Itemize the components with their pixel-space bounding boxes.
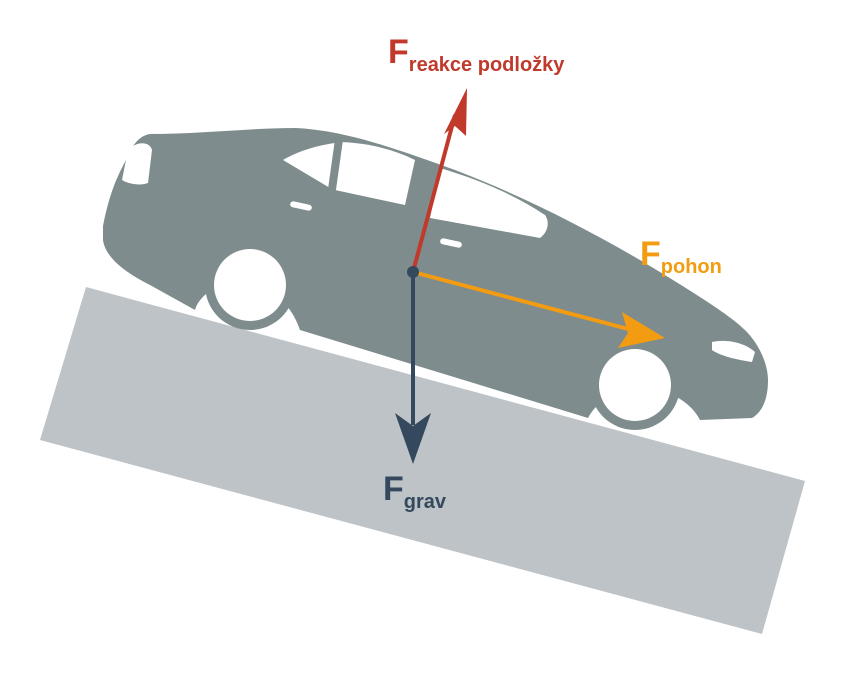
reaction-force-label: Freakce podložky — [388, 33, 565, 76]
car-body — [103, 128, 768, 420]
car-window-front — [430, 168, 548, 238]
car-door-handle-rear — [290, 201, 312, 211]
car — [103, 128, 768, 430]
gravity-force-arrowhead — [395, 413, 431, 464]
drive-force-arrow-shaft — [412, 270, 633, 332]
car-wheel-rear-hub — [214, 249, 286, 321]
reaction-force-arrow-shaft — [411, 114, 457, 273]
car-wheel-front-hub — [599, 349, 671, 421]
drive-force-arrowhead — [618, 312, 665, 348]
car-head-light — [712, 340, 755, 362]
car-door-handle-front — [440, 238, 462, 248]
car-window-rear — [283, 143, 335, 188]
car-window-middle — [335, 142, 415, 205]
car-side-mirror — [540, 234, 562, 252]
gravity-force-label: Fgrav — [383, 470, 447, 513]
inclined-ground — [40, 287, 805, 634]
car-tail-light — [122, 143, 152, 185]
center-of-mass-point — [407, 266, 419, 278]
drive-force-label: Fpohon — [640, 235, 722, 278]
reaction-force-arrowhead — [444, 88, 467, 136]
force-vectors — [395, 88, 665, 464]
